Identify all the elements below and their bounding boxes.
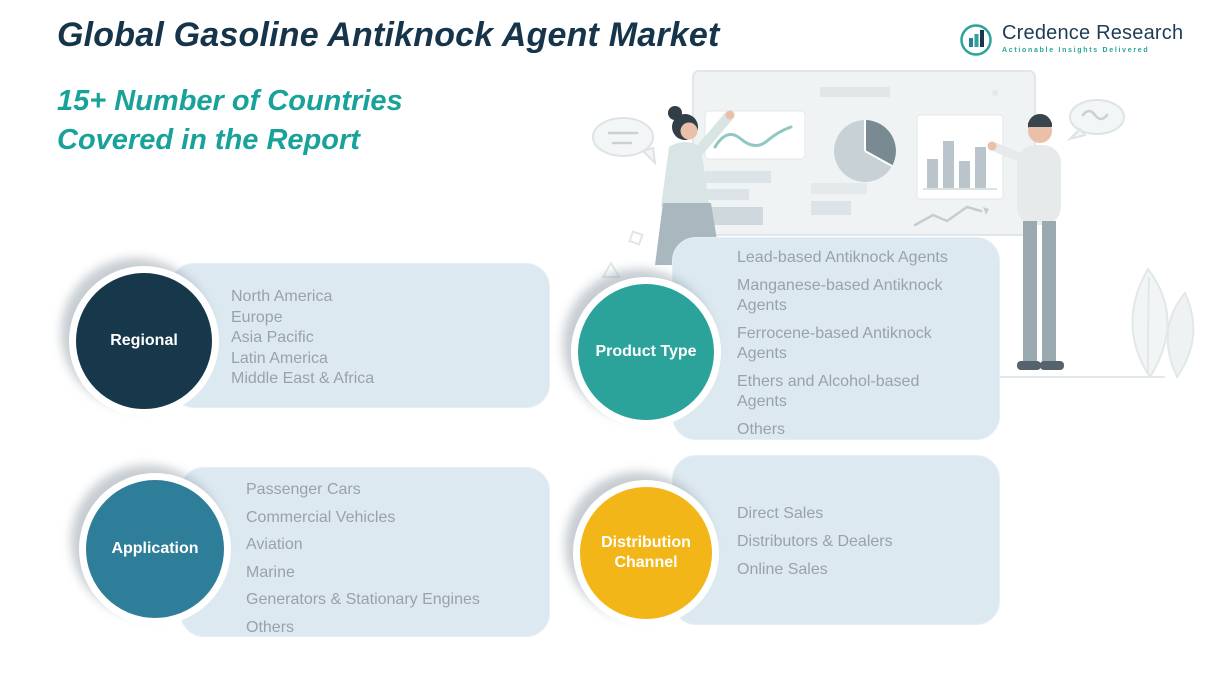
speech-bubble-left — [592, 117, 657, 166]
list-item: Others — [246, 618, 295, 636]
distribution-channel-items: Direct Sales Distributors & Dealers Onli… — [673, 456, 999, 584]
leaf-decoration — [1131, 267, 1195, 380]
product-type-items: Lead-based Antiknock Agents Manganese-ba… — [673, 238, 999, 440]
pie-chart-icon — [834, 120, 896, 182]
whiteboard — [692, 70, 1036, 236]
application-bubble: Application — [79, 473, 231, 625]
list-item: Online Sales — [737, 561, 828, 578]
card-application: Passenger Cars Commercial Vehicles Aviat… — [180, 467, 550, 637]
line-chart-icon — [713, 125, 793, 149]
card-product-type: Lead-based Antiknock Agents Manganese-ba… — [672, 237, 1000, 440]
list-item: Direct Sales — [737, 505, 824, 522]
list-item: Lead-based Antiknock Agents — [737, 249, 948, 266]
list-item: North America — [231, 288, 333, 305]
regional-items: North America Europe Asia Pacific Latin … — [171, 264, 549, 390]
regional-bubble: Regional — [69, 266, 219, 416]
logo-tagline: Actionable Insights Delivered — [1002, 47, 1150, 54]
list-item: Aviation — [246, 536, 303, 554]
logo-name: Credence Research — [1002, 22, 1184, 44]
logo-text: Credence Research Actionable Insights De… — [1002, 22, 1183, 54]
list-item: Commercial Vehicles — [246, 508, 396, 526]
trend-line-icon — [913, 205, 983, 227]
subtitle-line-2: Covered in the Report — [57, 124, 360, 157]
card-regional: North America Europe Asia Pacific Latin … — [170, 263, 550, 408]
list-item: Others — [737, 420, 786, 438]
application-items: Passenger Cars Commercial Vehicles Aviat… — [181, 468, 549, 642]
subtitle: 15+ Number of Countries Covered in the R… — [57, 82, 403, 161]
list-item: Ethers and Alcohol-based Agents — [737, 372, 920, 411]
product-type-bubble: Product Type — [571, 277, 721, 427]
list-item: Europe — [231, 308, 283, 326]
page-title: Global Gasoline Antiknock Agent Market — [57, 16, 720, 54]
bar-chart-icon — [916, 114, 1004, 200]
bar-chart-logo-icon — [958, 22, 994, 63]
list-item: Passenger Cars — [246, 481, 361, 498]
list-item: Latin America — [231, 349, 328, 367]
list-item: Generators & Stationary Engines — [246, 591, 480, 609]
list-item: Marine — [246, 563, 295, 581]
subtitle-line-1: 15+ Number of Countries — [57, 85, 403, 117]
list-item: Middle East & Africa — [231, 370, 375, 387]
list-item: Distributors & Dealers — [737, 533, 893, 550]
list-item: Manganese-based Antiknock Agents — [737, 276, 943, 315]
distribution-channel-bubble: Distribution Channel — [573, 480, 719, 626]
credence-research-logo: Credence Research Actionable Insights De… — [958, 22, 1183, 63]
speech-bubble-right — [1066, 99, 1125, 141]
list-item: Asia Pacific — [231, 329, 314, 346]
card-distribution-channel: Direct Sales Distributors & Dealers Onli… — [672, 455, 1000, 625]
list-item: Ferrocene-based Antiknock Agents — [737, 324, 932, 363]
